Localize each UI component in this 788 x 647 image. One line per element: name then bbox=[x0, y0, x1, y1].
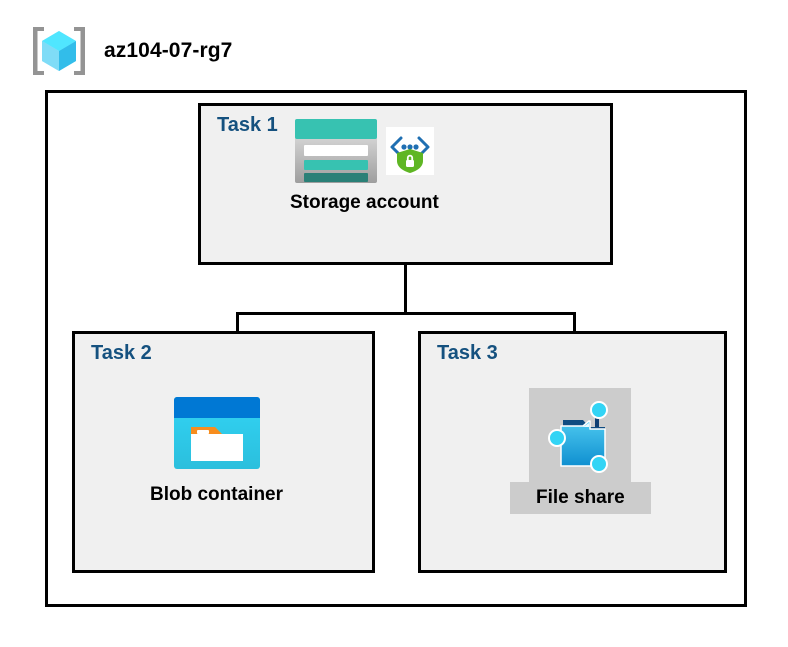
storage-account-icon bbox=[294, 118, 378, 184]
storage-account-caption: Storage account bbox=[290, 192, 439, 213]
node-file-share[interactable]: File share bbox=[510, 388, 651, 514]
resource-group-name: az104-07-rg7 bbox=[104, 39, 233, 62]
blob-container-icon bbox=[173, 396, 261, 470]
file-share-icon bbox=[529, 388, 632, 482]
resource-group-header: az104-07-rg7 bbox=[30, 24, 232, 78]
secure-private-endpoint-icon bbox=[386, 127, 435, 175]
node-storage-account[interactable]: Storage account bbox=[290, 118, 439, 214]
resource-group-icon bbox=[30, 24, 88, 78]
task-3-label: Task 3 bbox=[437, 342, 498, 364]
task-1-label: Task 1 bbox=[217, 114, 278, 136]
file-share-caption: File share bbox=[510, 482, 651, 514]
connector-trunk bbox=[404, 265, 407, 315]
task-2-label: Task 2 bbox=[91, 342, 152, 364]
connector-horizontal bbox=[236, 312, 576, 315]
node-blob-container[interactable]: Blob container bbox=[150, 396, 283, 506]
storage-account-icon-row bbox=[294, 118, 435, 184]
blob-container-caption: Blob container bbox=[150, 484, 284, 505]
